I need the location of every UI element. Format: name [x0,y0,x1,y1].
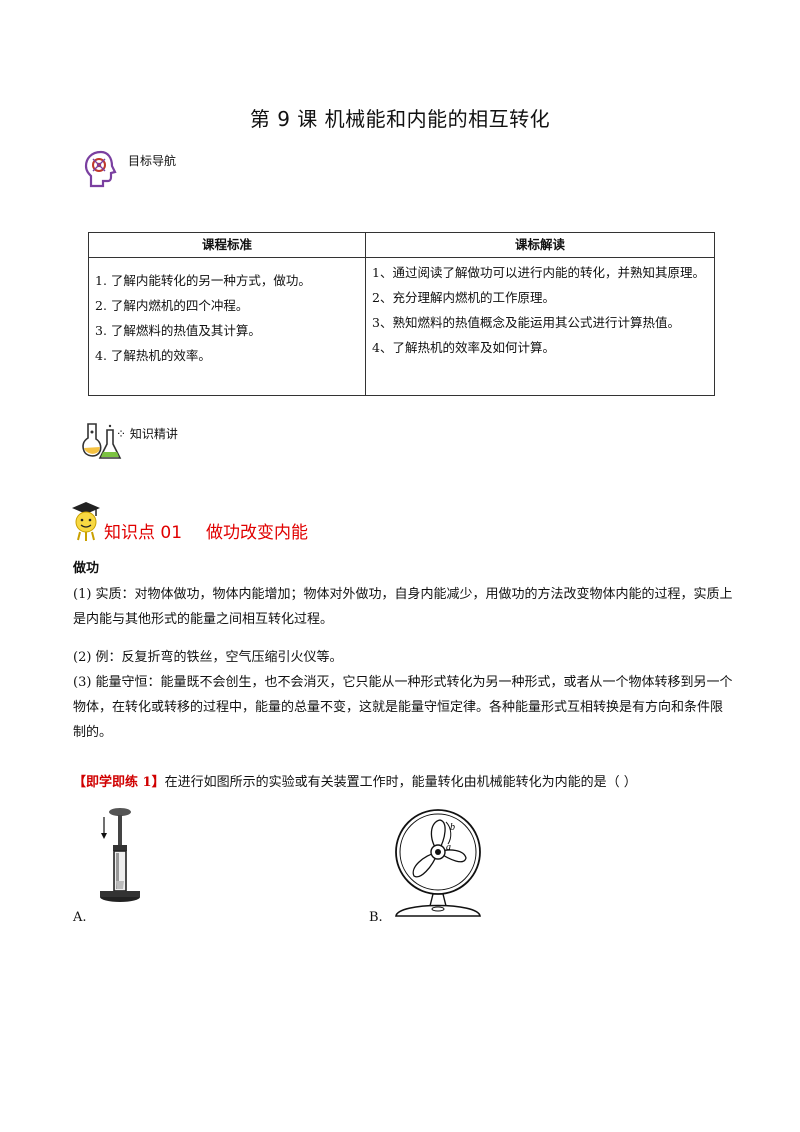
standard-item: 2. 了解内燃机的四个冲程。 [95,298,249,313]
paragraph-3: (3) 能量守恒：能量既不会创生，也不会消灭，它只能从一种形式转化为另一种形式，… [73,675,733,740]
table-header-row: 课程标准 课标解读 [88,232,715,258]
fan-label-b: b [450,822,455,833]
page-title: 第 9 课 机械能和内能的相互转化 [249,107,551,131]
option-a-label: A. [73,910,87,925]
air-compression-igniter-figure [92,805,152,915]
table-row: 1. 了解内能转化的另一种方式，做功。 2. 了解内燃机的四个冲程。 3. 了解… [88,257,715,396]
paragraph-1: (1) 实质：对物体做功，物体内能增加；物体对外做功，自身内能减少，用做功的方法… [73,587,733,627]
standard-item: 1. 了解内能转化的另一种方式，做功。 [95,273,311,288]
sparkle-icon: ⁘ [116,427,127,441]
option-b-label: B. [369,910,383,925]
header-standard: 课程标准 [88,232,366,258]
flask-icon [80,418,124,462]
knowledge-label: ⁘ 知识精讲 [116,425,178,442]
exercise-question: 【即学即练 1】在进行如图所示的实验或有关装置工作时，能量转化由机械能转化为内能… [73,771,637,790]
nav-label: 目标导航 [128,154,177,168]
exercise-tag: 【即学即练 1】 [73,775,165,790]
electric-fan-figure: b a [388,808,488,920]
interpretation-item: 4、了解热机的效率及如何计算。 [372,340,555,355]
kp-number: 知识点 01 [104,523,183,543]
interpretation-cell: 1、通过阅读了解做功可以进行内能的转化，并熟知其原理。 2、充分理解内燃机的工作… [365,257,715,396]
standards-cell: 1. 了解内能转化的另一种方式，做功。 2. 了解内燃机的四个冲程。 3. 了解… [88,257,366,396]
exercise-text: 在进行如图所示的实验或有关装置工作时，能量转化由机械能转化为内能的是（ ） [164,775,637,790]
standard-item: 3. 了解燃料的热值及其计算。 [95,323,261,338]
interpretation-item: 3、熟知燃料的热值概念及能运用其公式进行计算热值。 [372,315,680,330]
standard-item: 4. 了解热机的效率。 [95,348,211,363]
header-interpretation: 课标解读 [365,232,715,258]
paragraph-2: (2) 例：反复折弯的铁丝，空气压缩引火仪等。 [73,650,343,665]
interpretation-item: 2、充分理解内燃机的工作原理。 [372,290,555,305]
kp-name: 做功改变内能 [206,523,309,543]
brain-icon [84,150,118,188]
section-heading: 做功 [73,561,100,576]
graduate-icon [68,500,104,542]
knowledge-label-text: 知识精讲 [129,427,178,441]
interpretation-item: 1、通过阅读了解做功可以进行内能的转化，并熟知其原理。 [372,265,705,280]
standards-table: 课程标准 课标解读 1. 了解内能转化的另一种方式，做功。 2. 了解内燃机的四… [88,232,715,396]
knowledge-point-title: 知识点 01 做功改变内能 [104,518,308,543]
fan-label-a: a [446,842,451,853]
